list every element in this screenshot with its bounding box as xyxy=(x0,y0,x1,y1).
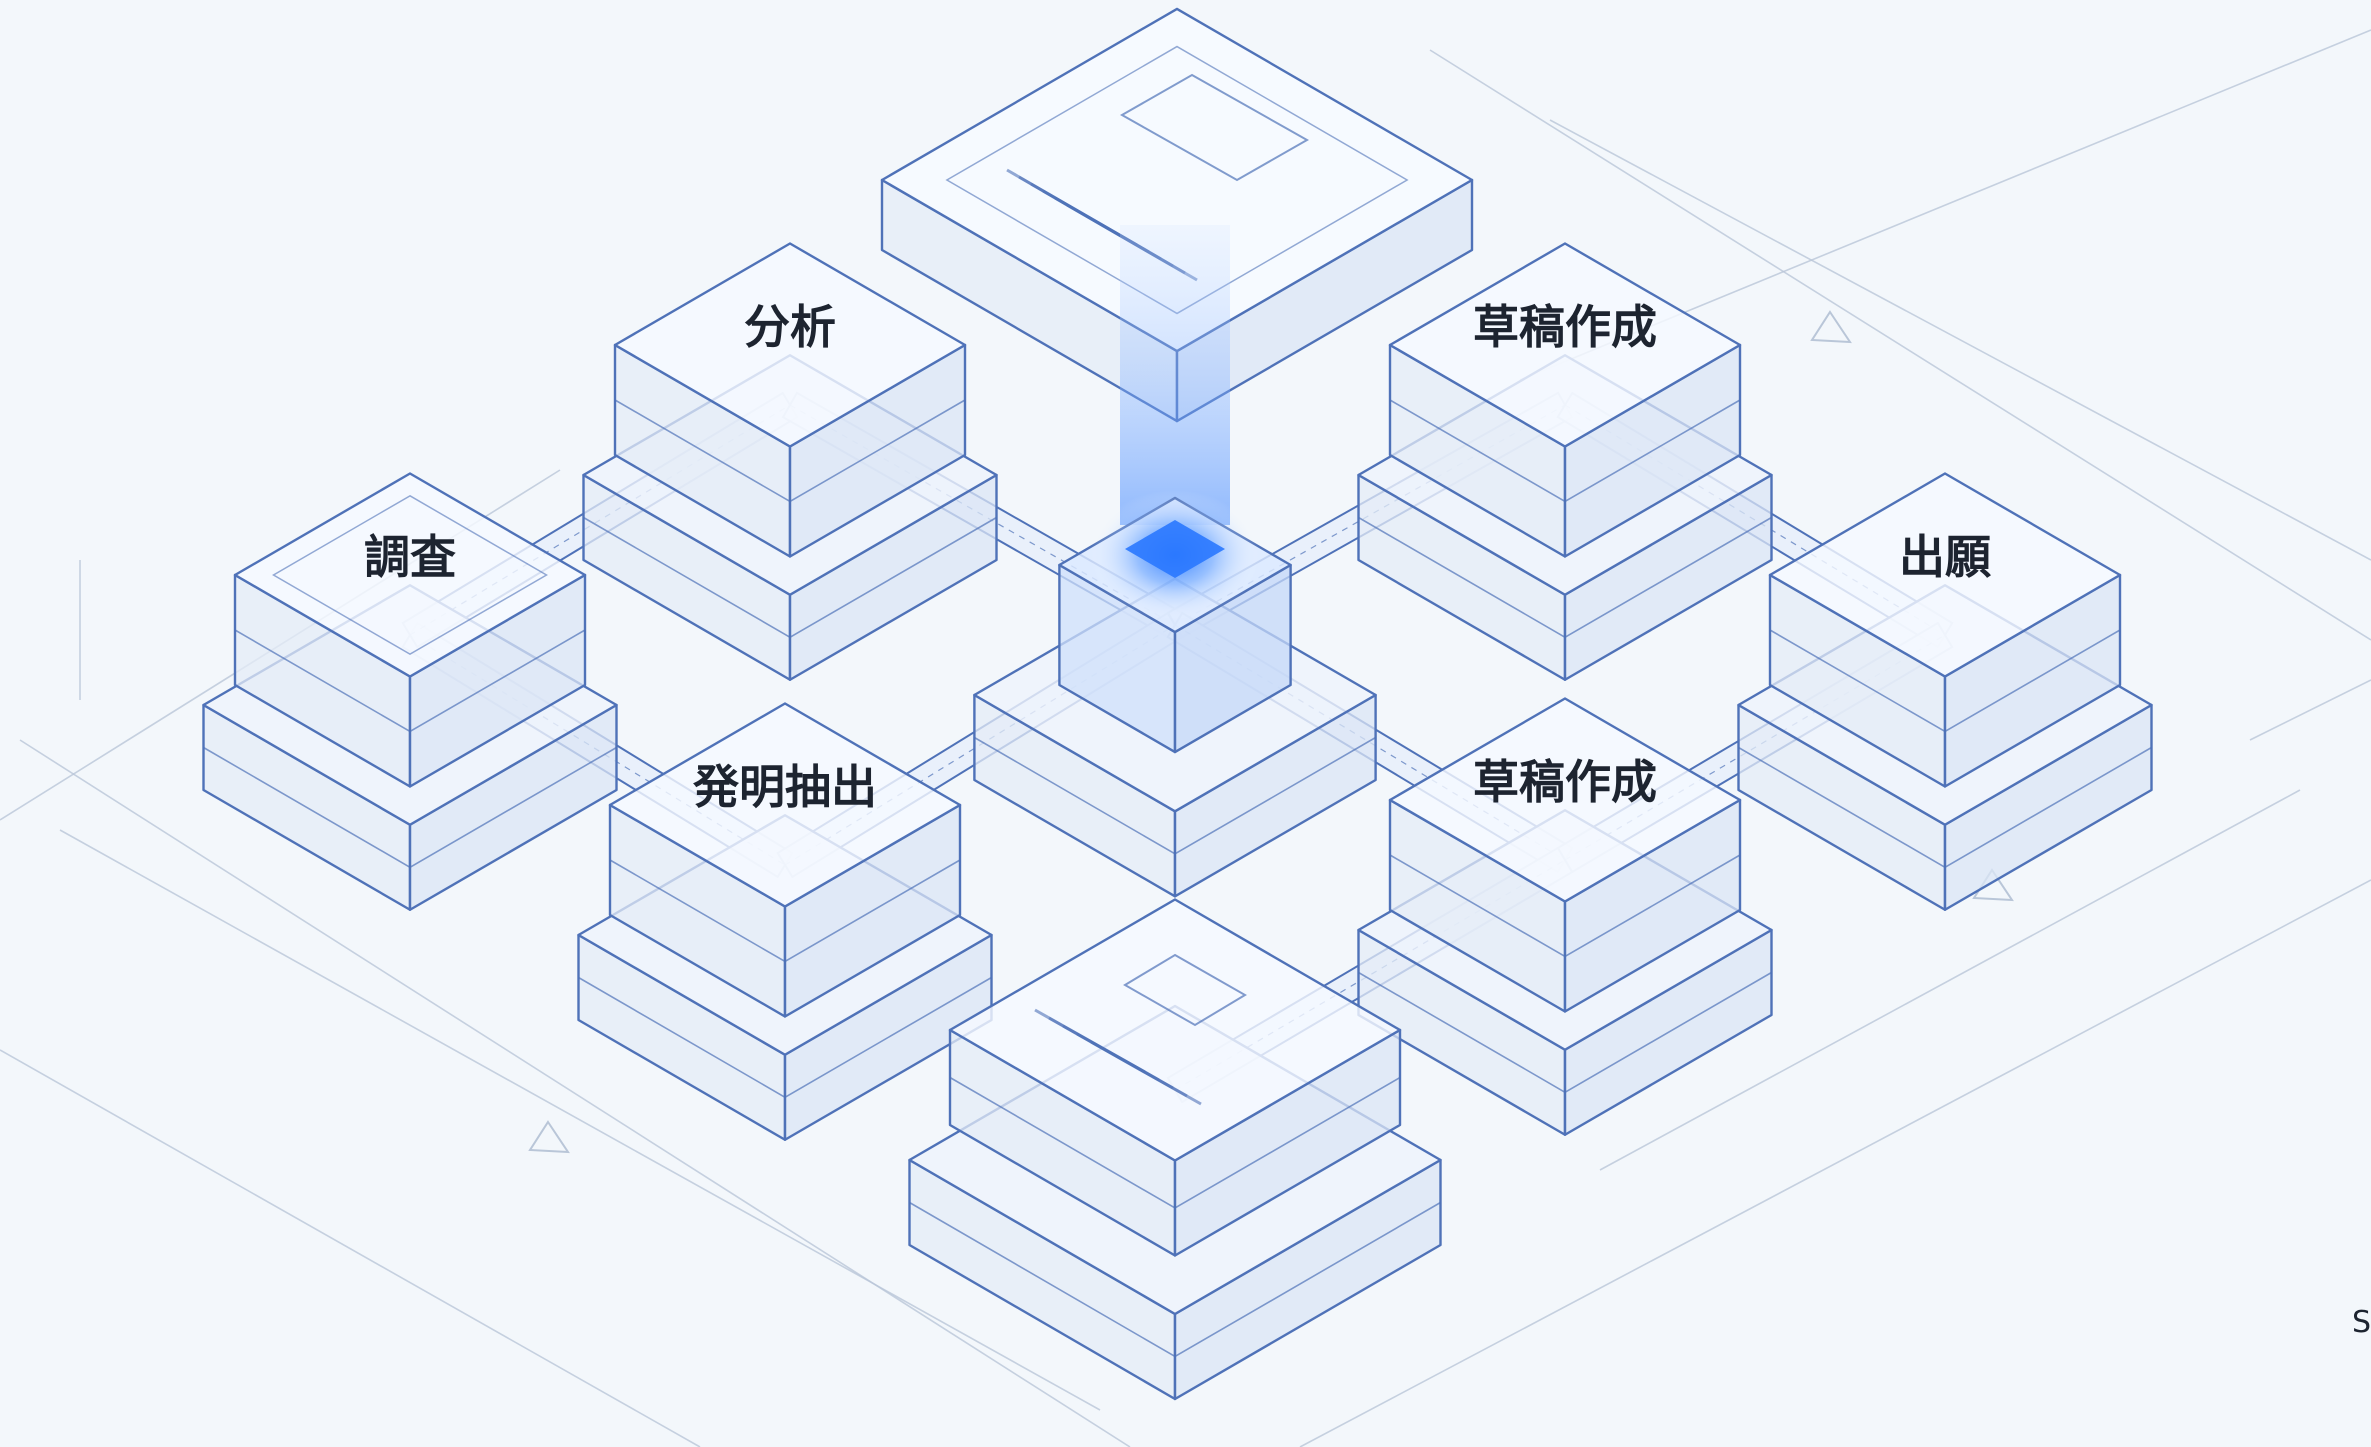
guide-line-3 xyxy=(1429,49,2371,641)
guide-triangle-0 xyxy=(528,1120,570,1154)
node-n-doc-bottom xyxy=(908,898,1442,1401)
guide-line-10 xyxy=(2249,679,2371,741)
node-n-hub xyxy=(973,225,1377,898)
node-n-soukou-1: 草稿作成 xyxy=(1357,242,1773,681)
node-n-soukou-2: 草稿作成 xyxy=(1357,697,1773,1136)
guide-line-0 xyxy=(19,739,1131,1447)
guide-triangle-1 xyxy=(1810,310,1852,344)
node-label: 草稿作成 xyxy=(1473,755,1657,809)
guide-line-4 xyxy=(1549,119,2371,561)
node-n-shutsugan: 出願 xyxy=(1737,472,2153,911)
node-label: 出願 xyxy=(1899,530,1991,584)
document-icon xyxy=(1034,953,1247,1106)
node-n-bunseki: 分析 xyxy=(582,242,998,681)
node-n-hatsumei: 発明抽出 xyxy=(577,702,993,1141)
hub-core xyxy=(1125,520,1225,578)
guide-line-2 xyxy=(1299,879,2371,1447)
node-n-chousa: 調査 xyxy=(202,472,618,911)
node-layer: 分析草稿作成調査出願発明抽出草稿作成 xyxy=(202,7,2153,1401)
light-beam xyxy=(1120,225,1230,525)
node-n-doc-top xyxy=(880,7,1474,423)
guide-line-1 xyxy=(0,1049,701,1447)
guide-line-7 xyxy=(59,829,1101,1411)
edge-label: S xyxy=(2352,1305,2371,1340)
node-label: 草稿作成 xyxy=(1473,300,1657,354)
guide-line-8 xyxy=(1599,789,2301,1171)
node-label: 発明抽出 xyxy=(693,760,877,814)
node-label: 調査 xyxy=(364,530,456,584)
node-label: 分析 xyxy=(744,300,836,354)
